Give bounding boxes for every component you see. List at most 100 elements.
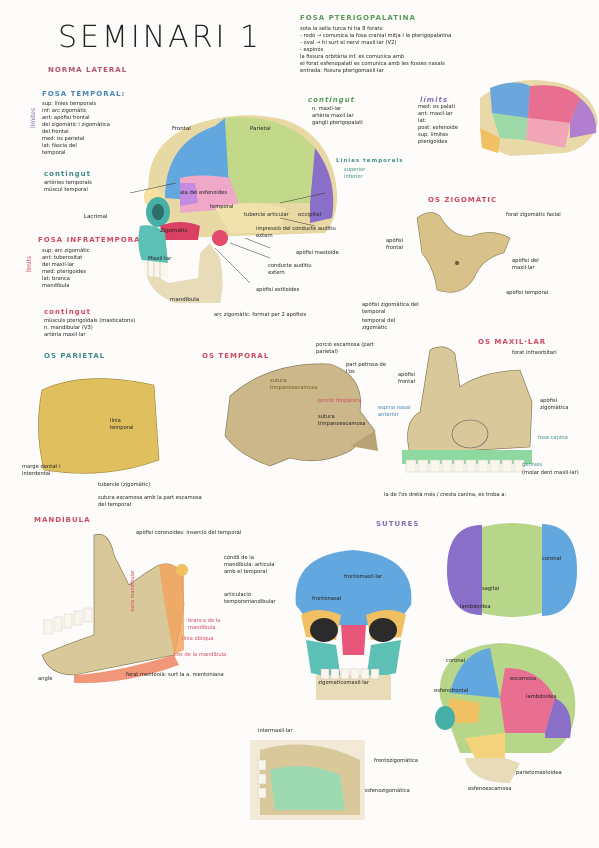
fosa-infratemporal-contingut-list: músculs pterigoïdals (masticatoris) n. m… [44, 318, 136, 338]
label-inferior: inferior [344, 174, 363, 180]
skull-lateral-illustration [129, 115, 338, 303]
label-maxillar: Maxil·lar [148, 256, 172, 262]
zig-label-forat: forat zigomàtic facial [506, 212, 561, 218]
temporal-label-petrosa: part petrosa de l'os [346, 362, 387, 375]
maxillar-label-fosa-canina: fosa canina [538, 435, 568, 441]
side-label-esfenofrontal: esfenofrontal [434, 688, 469, 694]
maxillar-label-espina: espina nasal anterior [378, 405, 411, 418]
temporal-label-timpanica: porció timpànica [318, 398, 362, 404]
maxillar-label-zigomatica: apòfisi zigomàtica [540, 398, 569, 411]
mand-label-condil: còndil de la mandíbula: articula amb el … [224, 555, 275, 575]
mand-label-forat-mentonia: forat mentonià: surt la a. mentoniana [126, 672, 224, 678]
maxillar-label-frontal: apòfisi frontal [398, 372, 416, 385]
fosa-temporal-heading: FOSA TEMPORAL: [42, 90, 126, 98]
temporal-label-escamosa: porció escamosa (part parietal) [316, 342, 374, 355]
pterigo-limits-list: med: os palatí ant: maxil·lar lat: post:… [418, 104, 458, 145]
zygomatic-bone-illustration [416, 212, 511, 293]
side-label-esfenoescamosa: esfenoescamosa [468, 786, 512, 792]
skull-top-illustration [447, 523, 577, 617]
fosa-pterigopalatina-heading: FOSA PTERIGOPALATINA [300, 14, 416, 22]
mandible-illustration [41, 533, 188, 684]
os-temporal-heading: OS TEMPORAL [202, 352, 270, 360]
front-label-frontomaxillar: frontomaxil·lar [344, 574, 383, 580]
mand-label-branca: branca de la mandíbula [188, 618, 221, 631]
top-label-lambdoidea: lambdoidea [460, 604, 491, 610]
temporal-label-sutura2: sutura timpanoescamosa [318, 414, 366, 427]
maxillar-label-molar: (molar dent maxil·lar) [522, 470, 579, 476]
label-temporal: temporal [210, 204, 234, 210]
mand-label-angle: angle [38, 676, 53, 682]
skull-side-illustration [435, 643, 576, 783]
mand-label-osca: osca mandibular [130, 570, 136, 612]
label-parietal: Parietal [250, 126, 271, 132]
palate-label-intermaxillar: intermaxil·lar [258, 728, 293, 734]
front-label-zigomaticomaxillar: zigomaticomaxil·lar [318, 680, 369, 686]
label-apofisi-zigomatica-temporal: apòfisi zigomàtica del temporal [362, 302, 419, 315]
label-apofisi-mastoide: apòfisi mastoide [296, 250, 339, 256]
palate-illustration [250, 740, 365, 820]
label-occipital: occipital [298, 212, 322, 218]
label-lacrimal: Lacrimal [84, 214, 108, 220]
top-label-coronal: coronal [542, 556, 562, 562]
label-apofisi-estiloides: apòfisi estiloides [256, 287, 300, 293]
mand-label-cos: cos de la mandíbula [174, 652, 227, 658]
skull-small-illustration [480, 80, 598, 156]
fosa-infratemporal-side-label: límits [26, 256, 33, 273]
fosa-temporal-side-label: límites [30, 108, 37, 129]
zig-label-maxillar: apòfisi del maxil·lar [512, 258, 539, 271]
label-superior: superior [344, 167, 366, 173]
parietal-label-linia: línia temporal [110, 418, 134, 431]
zig-label-temporal: apòfisi temporal [506, 290, 549, 296]
maxillar-label-genives: genives [522, 462, 543, 468]
front-label-frontonasal: frontonasal [312, 596, 342, 602]
fosa-infratemporal-contingut-heading: contingut [44, 308, 92, 316]
maxillar-label-forat: forat infraorbitari [512, 350, 557, 356]
fosa-pterigopalatina-lines: sota la sella turca hi ha 8 forats: - ro… [300, 26, 452, 74]
mandibula-heading: MANDÍBULA [34, 516, 91, 524]
zig-label-frontal: apòfisi frontal [386, 238, 404, 251]
page-title: SEMINARI 1 [58, 20, 263, 55]
label-arc-zigomatic: arc zigomàtic: format per 2 apòfisis [214, 312, 307, 318]
side-label-escamosa: escamosa [510, 676, 537, 682]
mand-label-linia: línia obliqua [182, 636, 214, 642]
temporal-label-sutura1: sutura timpanoescamosa [270, 378, 318, 391]
mand-label-coronoides: apòfisi coronoides: inserció del tempora… [136, 530, 242, 536]
side-label-parietomastoidea: parietomastoidea [516, 770, 562, 776]
label-tubercle-articular: tubercle articular [244, 212, 289, 218]
label-temporal-zigomatic: temporal del zigomàtic [362, 318, 396, 331]
parietal-label-marge: marge dentat i interdental [22, 464, 61, 477]
temporal-label-sutura-escamosa: sutura escamosa amb la part escamosa del… [98, 495, 202, 508]
norma-lateral-heading: NORMA LATERAL [48, 66, 128, 74]
fosa-temporal-list: sup: línies temporals inf: arc zigomàtic… [42, 101, 110, 156]
fosa-temporal-contingut-heading: contingut [44, 170, 92, 178]
label-frontal: Frontal [172, 126, 191, 132]
label-mandibula: mandíbula [170, 297, 200, 303]
side-label-lambdoidea: lambdoidea [526, 694, 557, 700]
label-conducte-auditiu: conducte auditiu extern [268, 263, 312, 276]
label-ala-esfenoides: ala del esfenoides [180, 190, 228, 196]
pterigo-limits-heading: límits [420, 96, 449, 104]
fosa-infratemporal-list: sup: arc zigomàtic ant: tuberositat del … [42, 248, 90, 289]
pterigo-contingut-list: n. maxil·lar artèria maxil·lar gangli pt… [312, 106, 363, 126]
fosa-temporal-contingut-list: artèries temporals múscul temporal [44, 180, 92, 193]
os-maxillar-heading: OS MAXIL·LAR [478, 338, 547, 346]
label-zigomatic: Zigomàtic [160, 228, 188, 234]
label-impressio: impressió del conducte auditiu extern [256, 226, 336, 239]
maxilla-bone-illustration [402, 346, 533, 473]
skull-frontal-illustration [295, 550, 412, 700]
pterigo-contingut-heading: contingut [308, 96, 356, 104]
side-label-frontozigomatica: frontozigomàtica [374, 758, 418, 764]
maxillar-label-cresta: la de l'os dretà més / cresta canina, es… [384, 492, 507, 498]
temporal-bone-illustration [224, 363, 378, 467]
sutures-heading: SUTURES [376, 520, 420, 528]
top-label-sagital: sagital [482, 586, 500, 592]
parietal-bone-illustration [38, 378, 160, 474]
side-label-coronal: coronal [446, 658, 466, 664]
temporal-label-tubercle: tubercle (zigomàtic) [98, 482, 151, 488]
mand-label-atm: articulació temporomandibular [224, 592, 276, 605]
side-label-esfenozigomatica: esfenozigomàtica [364, 788, 410, 794]
os-parietal-heading: OS PARIETAL [44, 352, 106, 360]
fosa-infratemporal-heading: FOSA INFRATEMPORAL [38, 236, 147, 244]
os-zigomatic-heading: OS ZIGOMÀTIC [428, 196, 498, 204]
label-linies-temporals: Línies temporals [336, 158, 404, 164]
